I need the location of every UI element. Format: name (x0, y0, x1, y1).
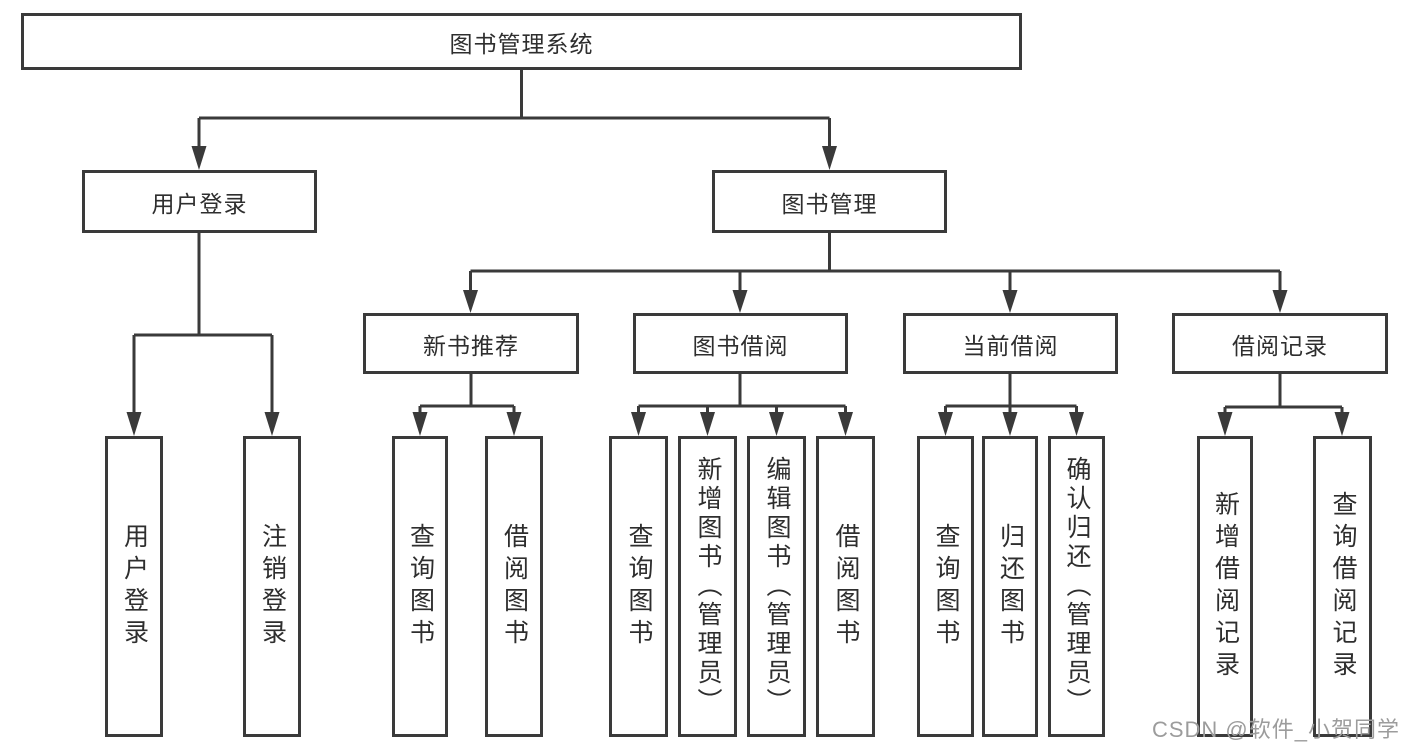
node-edit-book-admin: 编辑图书（管理员） (747, 436, 806, 737)
node-query-books-current: 查询图书 (917, 436, 974, 737)
node-label: 借阅图书 (832, 522, 860, 651)
node-book-borrowing: 图书借阅 (633, 313, 848, 374)
node-query-books-recommend: 查询图书 (392, 436, 448, 737)
node-new-book-recommend: 新书推荐 (363, 313, 579, 374)
node-label: 归还图书 (996, 522, 1025, 651)
node-current-borrowing: 当前借阅 (903, 313, 1118, 374)
node-confirm-return-admin: 确认归还（管理员） (1048, 436, 1105, 737)
node-add-book-admin: 新增图书（管理员） (678, 436, 737, 737)
node-label: 编辑图书（管理员） (763, 456, 791, 717)
node-borrow-books-borrowing: 借阅图书 (816, 436, 875, 737)
node-logout-action: 注销登录 (243, 436, 301, 737)
node-label: 用户登录 (120, 522, 149, 651)
node-label: 查询借阅记录 (1329, 490, 1357, 683)
node-label: 新增图书（管理员） (694, 456, 722, 717)
csdn-watermark: CSDN @软件_小贺同学 (1151, 717, 1400, 742)
node-user-login: 用户登录 (82, 170, 317, 233)
node-borrowing-records: 借阅记录 (1172, 313, 1388, 374)
node-label: 查询图书 (625, 522, 653, 651)
node-add-borrow-record: 新增借阅记录 (1197, 436, 1253, 737)
node-label: 查询图书 (406, 522, 435, 651)
node-query-borrow-record: 查询借阅记录 (1313, 436, 1372, 737)
node-borrow-books-recommend: 借阅图书 (485, 436, 543, 737)
node-book-management: 图书管理 (712, 170, 947, 233)
node-return-books: 归还图书 (982, 436, 1038, 737)
node-query-books-borrowing: 查询图书 (609, 436, 668, 737)
node-label: 查询图书 (932, 522, 960, 651)
node-library-management-system: 图书管理系统 (21, 13, 1022, 70)
arrowheads (126, 146, 1350, 436)
node-label: 新增借阅记录 (1211, 490, 1240, 683)
node-user-login-action: 用户登录 (105, 436, 163, 737)
node-label: 借阅图书 (500, 522, 529, 651)
node-label: 确认归还（管理员） (1063, 456, 1091, 717)
node-label: 注销登录 (258, 522, 287, 651)
